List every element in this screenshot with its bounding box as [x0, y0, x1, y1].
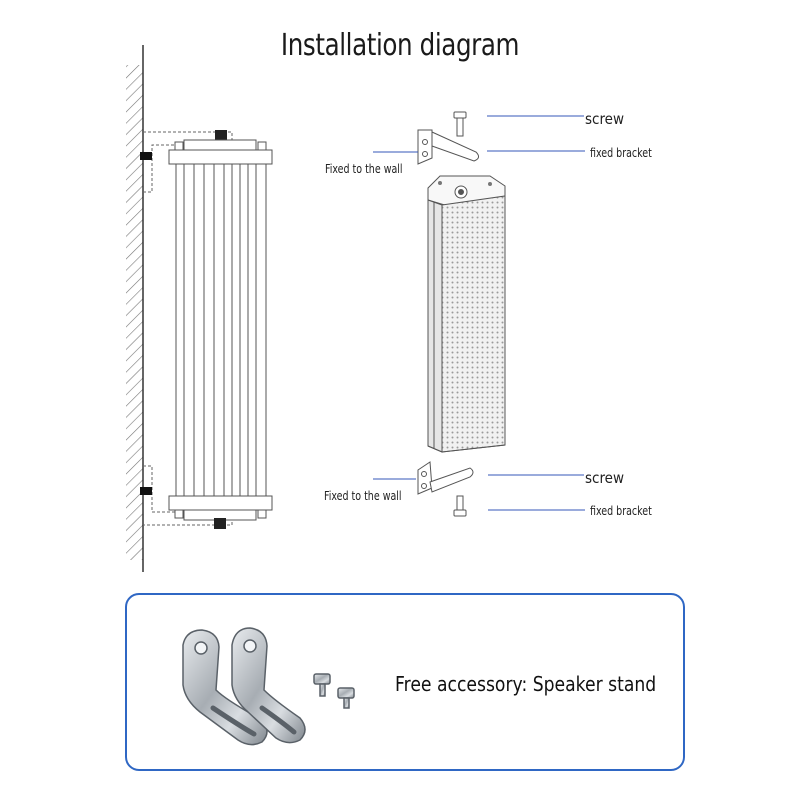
accessory-brackets-image: [182, 627, 355, 746]
screw-bottom-icon: [453, 495, 467, 517]
bracket-top: [417, 129, 480, 165]
diagram-title: Installation diagram: [280, 28, 520, 63]
speaker-perspective-view: [427, 175, 506, 453]
screw-top-icon: [453, 111, 467, 137]
label-wall-bottom: Fixed to the wall: [324, 489, 402, 503]
label-bracket-bottom: fixed bracket: [590, 504, 652, 518]
label-screw-top: screw: [585, 110, 625, 128]
accessory-text: Free accessory: Speaker stand: [395, 672, 657, 696]
accessory-panel: [125, 593, 685, 771]
bracket-bottom: [417, 461, 474, 495]
label-wall-top: Fixed to the wall: [325, 162, 403, 176]
wall: [126, 45, 144, 572]
speaker-side-view: [140, 130, 273, 529]
leader-lines: [373, 115, 585, 511]
label-screw-bottom: screw: [585, 469, 625, 487]
label-bracket-top: fixed bracket: [590, 146, 652, 160]
